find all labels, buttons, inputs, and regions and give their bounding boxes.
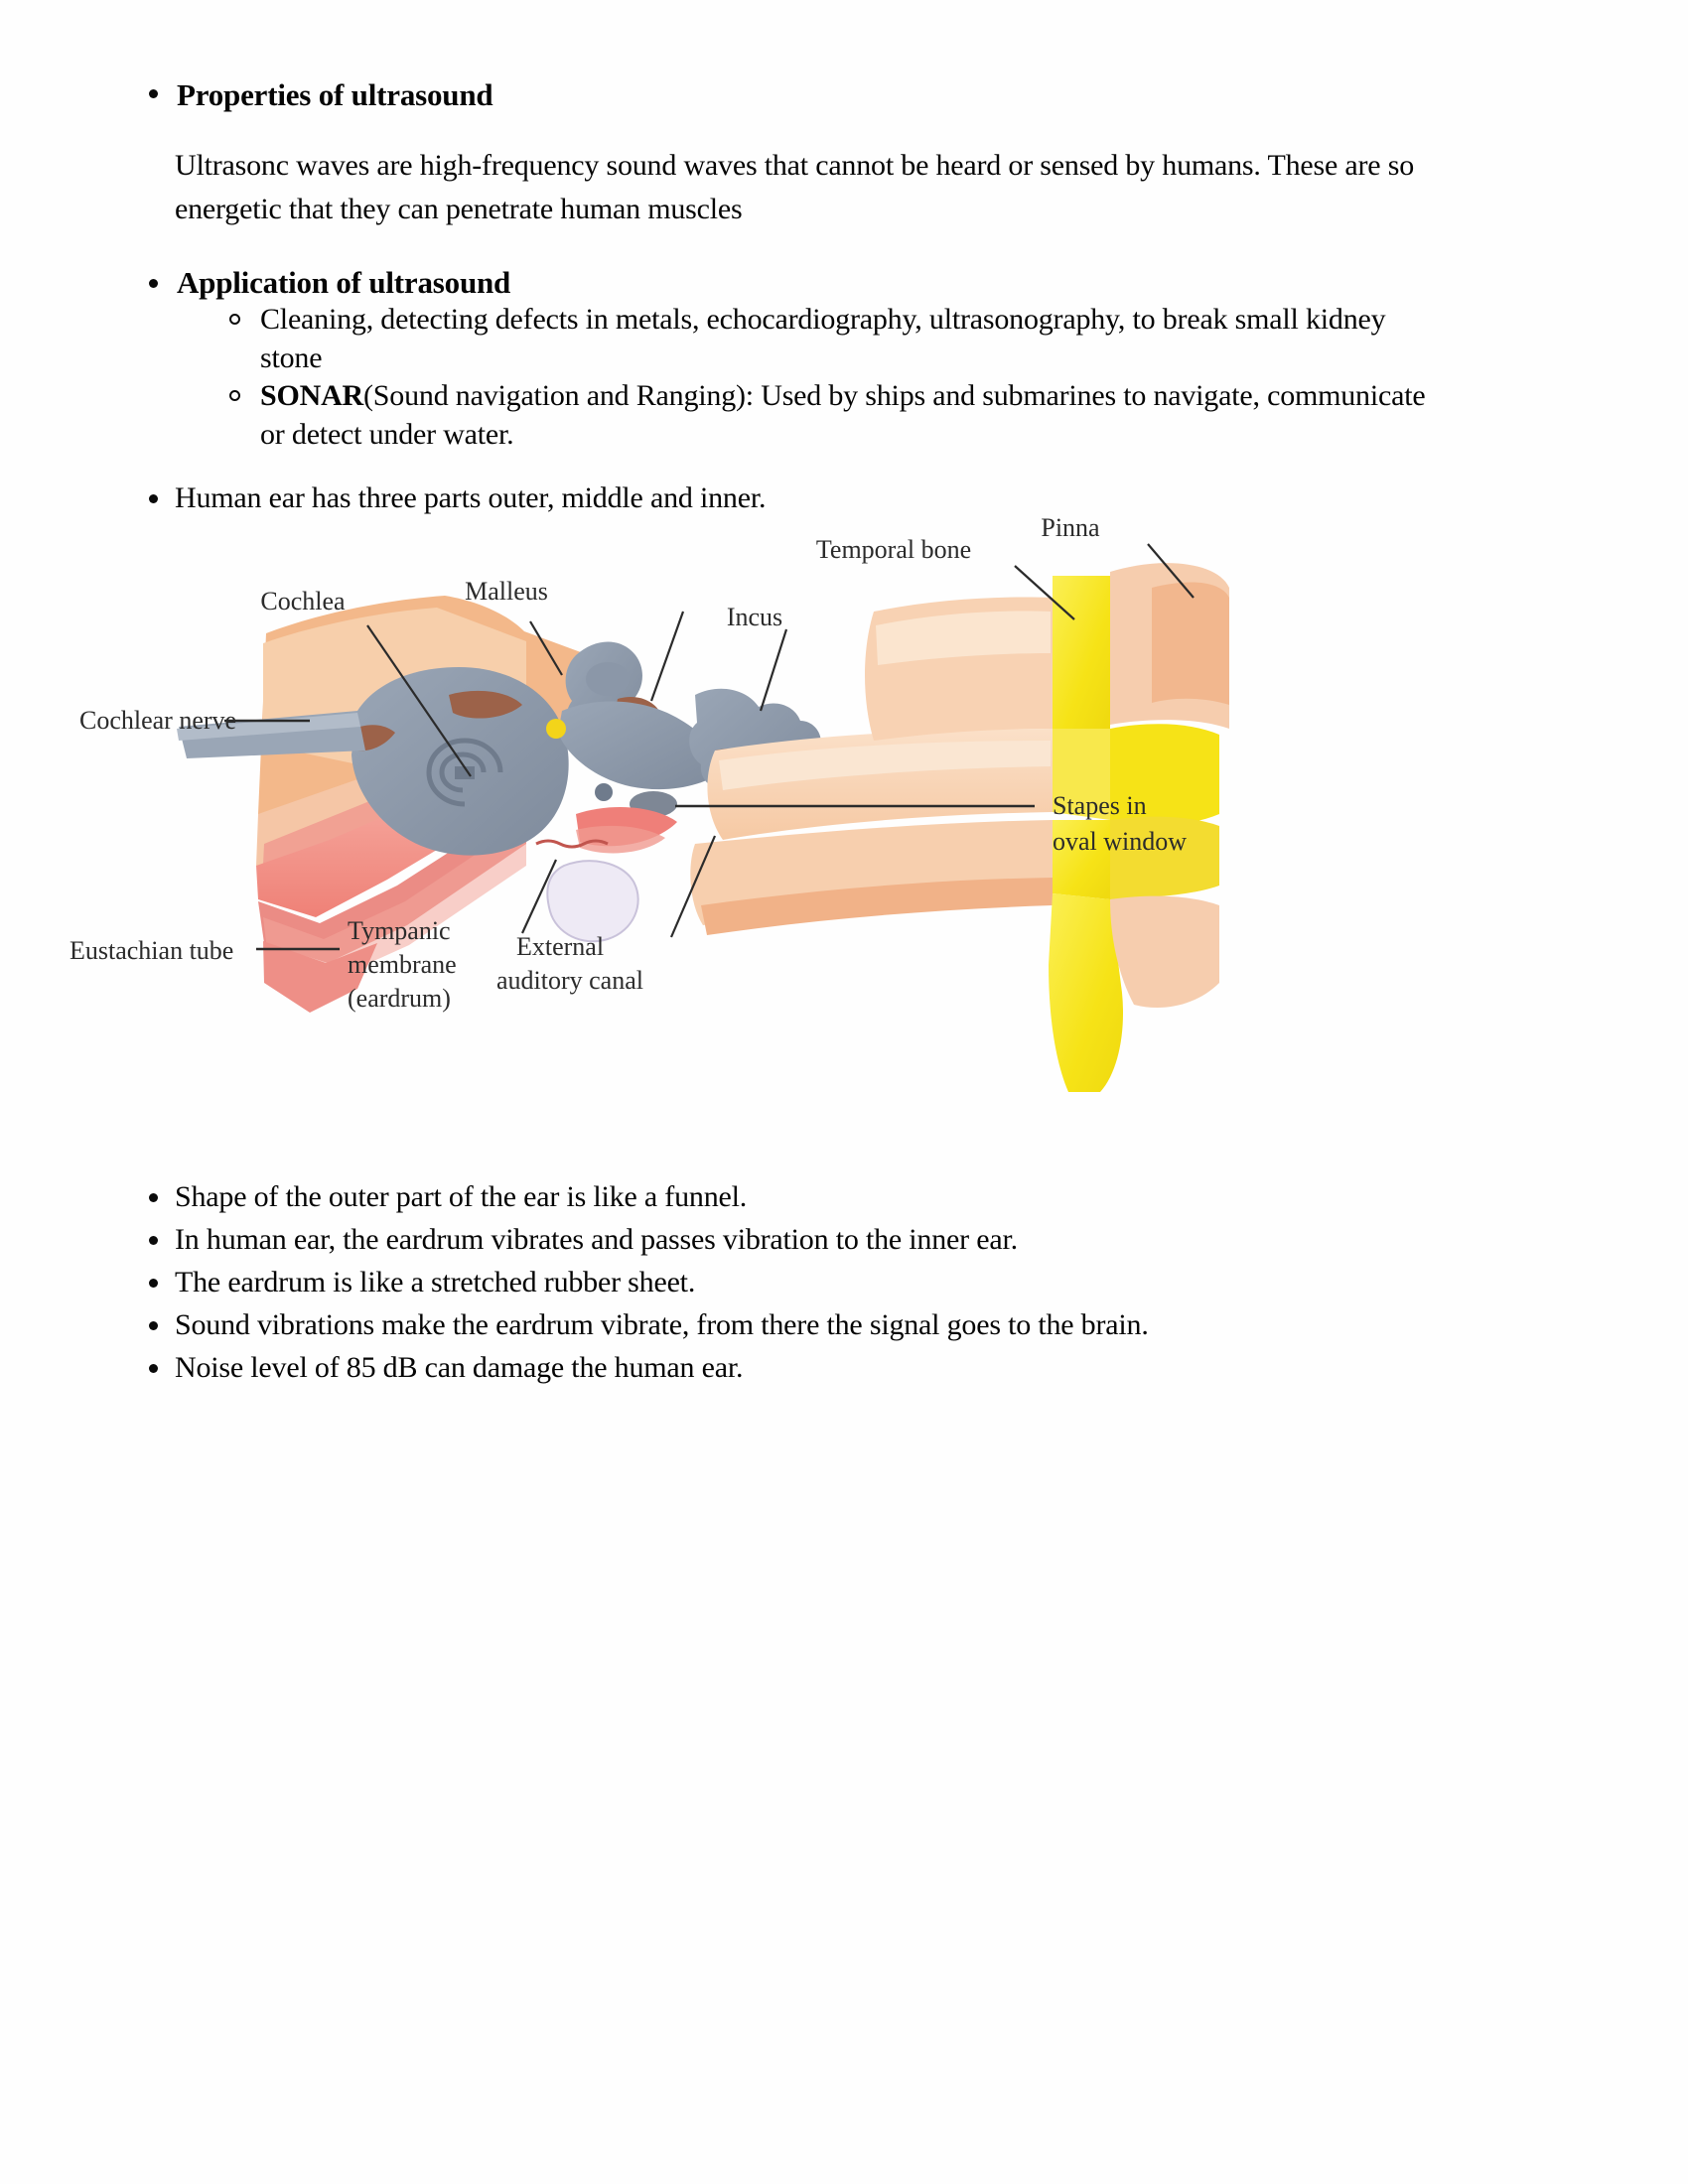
closing-item-1: In human ear, the eardrum vibrates and p… bbox=[175, 1223, 1018, 1256]
bullet-closing-0 bbox=[149, 1193, 158, 1202]
heading-application: Application of ultrasound bbox=[177, 265, 511, 300]
subitem-sonar-line2: or detect under water. bbox=[260, 418, 514, 451]
label-temporal-bone: Temporal bone bbox=[816, 535, 971, 564]
label-stapes-line2: oval window bbox=[1053, 827, 1187, 856]
sonar-keyword: SONAR bbox=[260, 379, 364, 412]
temporal-bone-mass bbox=[1049, 576, 1219, 1092]
bullet-ear-intro bbox=[149, 494, 158, 503]
subbullet-sonar bbox=[229, 390, 240, 401]
closing-item-4: Noise level of 85 dB can damage the huma… bbox=[175, 1351, 744, 1384]
label-malleus: Malleus bbox=[465, 577, 548, 606]
heading-properties: Properties of ultrasound bbox=[177, 77, 493, 112]
subitem-cleaning-line2: stone bbox=[260, 341, 323, 374]
closing-item-2: The eardrum is like a stretched rubber s… bbox=[175, 1266, 696, 1298]
subitem-sonar-line1: SONAR(Sound navigation and Ranging): Use… bbox=[260, 377, 1630, 414]
closing-item-3: Sound vibrations make the eardrum vibrat… bbox=[175, 1308, 1149, 1341]
subbullet-cleaning bbox=[229, 314, 240, 325]
label-tympanic-line3: (eardrum) bbox=[348, 984, 451, 1013]
closing-item-0: Shape of the outer part of the ear is li… bbox=[175, 1180, 748, 1213]
oval-window-bubble bbox=[546, 860, 639, 943]
label-cochlea: Cochlea bbox=[260, 587, 346, 615]
label-cochlear-nerve: Cochlear nerve bbox=[79, 706, 236, 735]
pinna-outer-ear bbox=[1110, 563, 1229, 1009]
text-ear-intro: Human ear has three parts outer, middle … bbox=[175, 481, 767, 514]
external-auditory-canal bbox=[690, 729, 1053, 935]
bullet-closing-3 bbox=[149, 1321, 158, 1330]
paragraph-ultrasound-line2: energetic that they can penetrate human … bbox=[175, 193, 743, 225]
label-tympanic-line1: Tympanic bbox=[348, 916, 451, 945]
bullet-application bbox=[149, 279, 158, 288]
label-incus: Incus bbox=[727, 603, 782, 631]
ear-anatomy-illustration: Pinna Temporal bone Malleus Incus Cochle… bbox=[70, 516, 1229, 1092]
bullet-properties bbox=[149, 89, 158, 98]
label-tympanic-line2: membrane bbox=[348, 950, 457, 979]
label-stapes-line1: Stapes in bbox=[1053, 791, 1147, 820]
subitem-cleaning-line1: Cleaning, detecting defects in metals, e… bbox=[260, 303, 1386, 336]
label-external-line1: External bbox=[516, 932, 604, 961]
bullet-closing-1 bbox=[149, 1236, 158, 1245]
sonar-rest: (Sound navigation and Ranging): Used by … bbox=[363, 379, 1426, 412]
bullet-closing-2 bbox=[149, 1279, 158, 1288]
ear-diagram-figure: Pinna Temporal bone Malleus Incus Cochle… bbox=[60, 516, 1231, 1132]
paragraph-ultrasound-line1: Ultrasonc waves are high-frequency sound… bbox=[175, 149, 1414, 182]
label-leader-lines bbox=[224, 543, 1195, 951]
bullet-closing-4 bbox=[149, 1364, 158, 1373]
label-pinna: Pinna bbox=[1041, 516, 1100, 542]
label-eustachian-tube: Eustachian tube bbox=[70, 936, 233, 965]
label-external-line2: auditory canal bbox=[496, 966, 643, 995]
